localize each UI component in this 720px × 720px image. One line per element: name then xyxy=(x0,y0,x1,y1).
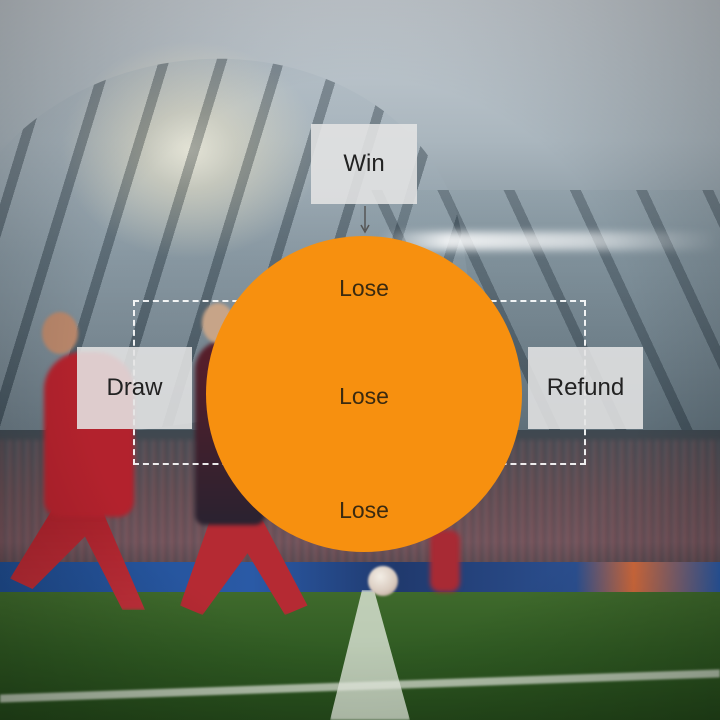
arrow-down-icon xyxy=(360,206,370,234)
refund-label-box: Refund xyxy=(528,347,643,429)
lose-label-top: Lose xyxy=(339,275,389,301)
background-player xyxy=(430,530,460,592)
lose-label-middle: Lose xyxy=(339,383,389,409)
stadium-lights xyxy=(380,232,720,250)
outcome-circle xyxy=(206,236,522,552)
draw-label-box: Draw xyxy=(77,347,192,429)
soccer-ball xyxy=(368,566,398,596)
lose-label-bottom: Lose xyxy=(339,497,389,523)
refund-label: Refund xyxy=(546,374,625,401)
win-label: Win xyxy=(343,150,385,177)
player-left-head xyxy=(42,312,78,354)
floodlight-glow xyxy=(60,40,320,260)
win-label-box: Win xyxy=(311,124,417,204)
draw-label: Draw xyxy=(106,374,163,401)
